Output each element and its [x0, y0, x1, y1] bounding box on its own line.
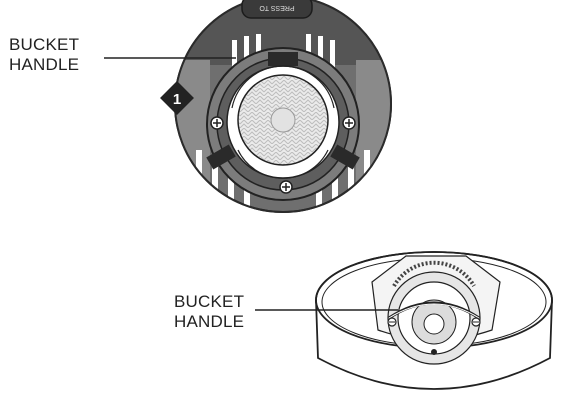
top-callout-line1: BUCKET: [9, 35, 80, 54]
press-to-button: PRESS TO: [241, 0, 313, 19]
screw-bottom-left-icon: [387, 317, 397, 327]
screw-bottom-right-icon: [471, 317, 481, 327]
bottom-view-assembly: [255, 251, 553, 390]
bottom-callout-label: BUCKET HANDLE: [174, 292, 244, 332]
screw-bottom-icon: [279, 180, 293, 194]
top-callout-label: BUCKET HANDLE: [9, 35, 79, 75]
screw-bottom-center-icon: [431, 349, 437, 355]
top-callout-line2: HANDLE: [9, 55, 80, 74]
top-view-assembly: PRESS TO 1: [104, 0, 392, 213]
press-to-label: PRESS TO: [259, 4, 295, 11]
bottom-callout-line1: BUCKET: [174, 292, 245, 311]
svg-text:1: 1: [173, 91, 181, 108]
step-badge: 1: [160, 81, 194, 115]
screw-right-icon: [342, 116, 356, 130]
screw-left-icon: [210, 116, 224, 130]
bottom-callout-line2: HANDLE: [174, 312, 245, 331]
